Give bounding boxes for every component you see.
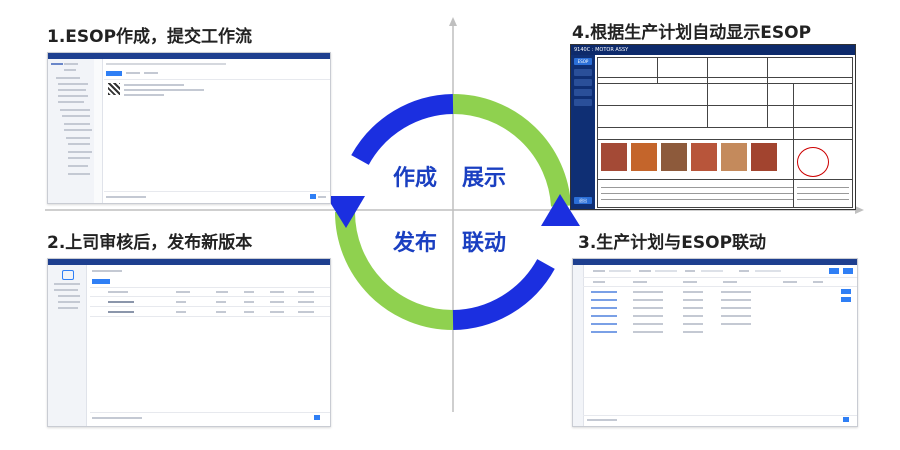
esop-photo-1 — [601, 143, 627, 171]
green-arc-top-right — [452, 93, 571, 207]
blue-arc-top-left — [351, 94, 454, 166]
esop-sheet — [597, 57, 853, 208]
step-1-title: 1.ESOP作成，提交工作流 — [47, 27, 253, 47]
step-4-title: 4.根据生产计划自动显示ESOP — [572, 23, 812, 43]
plan-sidebar — [573, 265, 584, 426]
screenshot-esop-editor — [47, 52, 331, 204]
cycle-label-publish: 发布 — [393, 231, 438, 256]
esop-photo-5 — [721, 143, 747, 171]
screenshot-release-list — [47, 258, 331, 427]
cycle-label-display: 展示 — [462, 166, 507, 191]
esop-exit-button[interactable]: 退出 — [574, 197, 592, 204]
cycle-ring — [326, 93, 580, 330]
green-arc-bottom-left — [335, 211, 454, 330]
cycle-label-link: 联动 — [462, 231, 507, 256]
screenshot-esop-display: 9140C : MOTOR ASSY ESOP 退出 — [570, 44, 856, 210]
arrowhead-left — [326, 196, 365, 228]
cycle-label-create: 作成 — [393, 166, 438, 191]
esop-header-title: 9140C : MOTOR ASSY — [574, 47, 629, 53]
folder-icon — [62, 270, 74, 280]
esop-photo-2 — [631, 143, 657, 171]
screenshot-production-plan — [572, 258, 858, 427]
esop-nav-button[interactable]: ESOP — [574, 58, 592, 65]
plan-table-rows — [587, 289, 853, 333]
qr-code-icon — [108, 83, 120, 95]
esop-photo-4 — [691, 143, 717, 171]
blue-arc-bottom-right — [452, 258, 555, 330]
arrowhead-right — [541, 194, 580, 226]
esop-diagram — [797, 147, 829, 177]
step-2-title: 2.上司审核后，发布新版本 — [47, 233, 253, 253]
release-sidebar — [48, 265, 87, 426]
esop-nav: ESOP 退出 — [571, 55, 595, 209]
tree-sidebar — [48, 59, 95, 203]
esop-photo-3 — [661, 143, 687, 171]
step-3-title: 3.生产计划与ESOP联动 — [578, 233, 767, 253]
esop-photo-6 — [751, 143, 777, 171]
esop-header-bar: 9140C : MOTOR ASSY — [571, 45, 855, 55]
app-topbar — [48, 53, 330, 59]
